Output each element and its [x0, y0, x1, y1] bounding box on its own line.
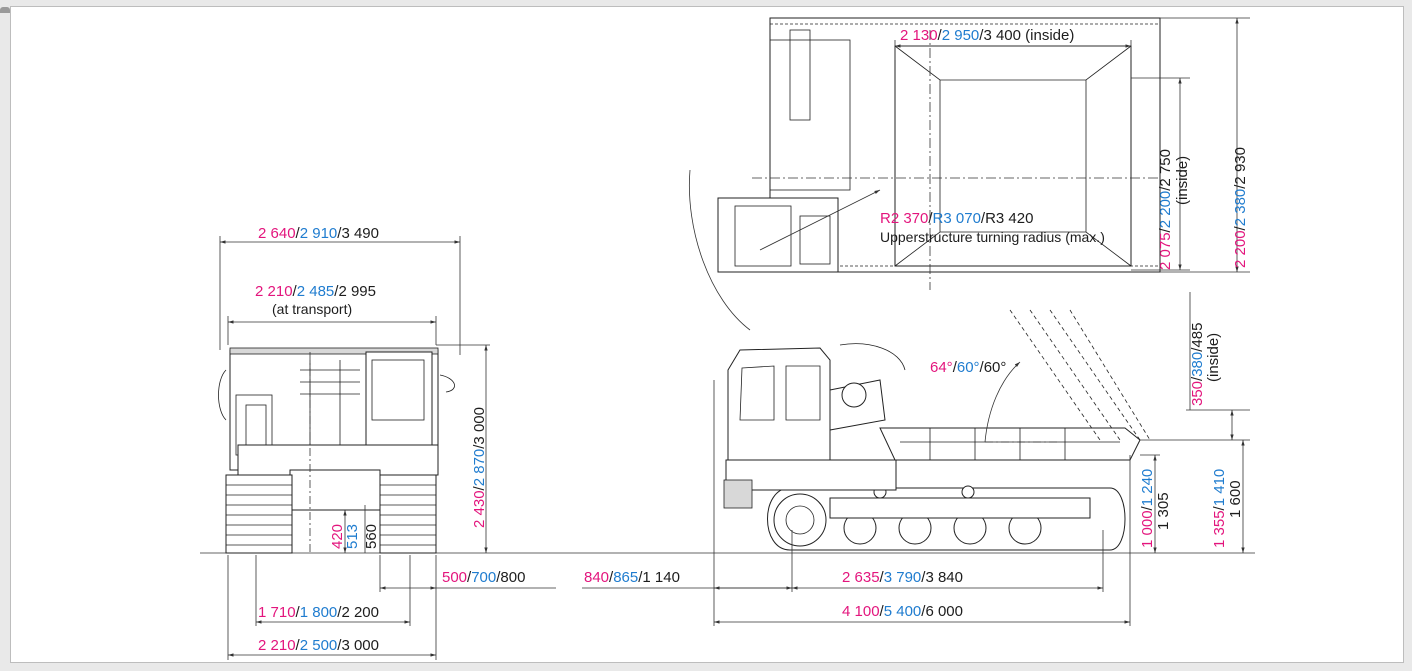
dim-side-height-note: (inside)	[1205, 333, 1222, 382]
front-view-dimension-lines	[219, 236, 556, 660]
top-view-dimension-lines	[894, 17, 1250, 273]
dim-top-bed-width: 2 075/2 200/2 750	[1157, 149, 1174, 270]
dim-track-gauge: 1 710/1 800/2 200	[258, 604, 379, 621]
side-view-dimension-lines	[582, 292, 1250, 626]
tab-1[interactable]	[0, 7, 10, 13]
dim-top-bed-length: 2 130/2 950/3 400 (inside)	[900, 27, 1074, 44]
dim-side-height: 350/380/485	[1189, 323, 1206, 406]
top-view-machine	[688, 17, 1161, 331]
dim-turning-radius: R2 370/R3 070/R3 420	[880, 210, 1033, 227]
dim-front-transport-width: 2 210/2 485/2 995	[255, 283, 376, 300]
front-view-machine	[218, 347, 455, 554]
dim-ground-clearance-a: 420	[329, 524, 346, 549]
dim-ground-clearance-b: 513	[344, 524, 361, 549]
dim-dump-angle: 64°/60°/60°	[930, 359, 1006, 376]
dim-ground-clearance-c: 560	[363, 524, 380, 549]
dim-front-height: 2 430/2 870/3 000	[471, 407, 488, 528]
dim-track-width: 500/700/800	[442, 569, 525, 586]
dim-front-overhang: 840/865/1 140	[584, 569, 680, 586]
dim-overall-width: 2 210/2 500/3 000	[258, 637, 379, 654]
dim-bed-height-c: 1 600	[1227, 480, 1244, 518]
dim-top-overall-width: 2 200/2 380/2 930	[1232, 147, 1249, 268]
dim-tumbler-distance: 2 635/3 790/3 840	[842, 569, 963, 586]
side-view-machine	[723, 309, 1151, 551]
dim-bed-height-rear-c: 1 305	[1155, 492, 1172, 530]
transport-note: (at transport)	[272, 301, 352, 317]
dim-front-bed-width: 2 640/2 910/3 490	[258, 225, 379, 242]
dim-bed-height-rear: 1 000/1 240	[1139, 469, 1156, 548]
turning-radius-note: Upperstructure turning radius (max.)	[880, 229, 1105, 245]
dim-overall-length: 4 100/5 400/6 000	[842, 603, 963, 620]
dim-bed-height: 1 355/1 410	[1211, 469, 1228, 548]
dim-top-bed-width-note: (inside)	[1174, 156, 1191, 205]
